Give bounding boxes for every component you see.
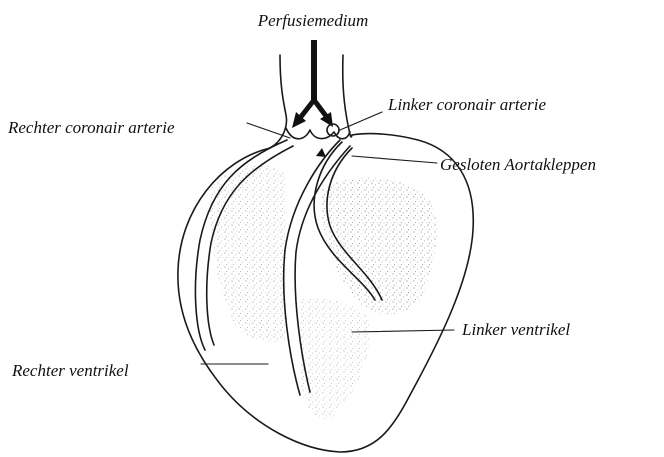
label-right-coronary-artery: Rechter coronair arterie	[7, 118, 175, 137]
flow-arrow-left	[300, 100, 314, 118]
leader-right-coronary	[247, 123, 290, 138]
valve-marker	[316, 148, 326, 157]
shading	[210, 165, 436, 420]
flow-arrow-right	[314, 100, 326, 116]
leader-aortic-valves	[352, 156, 437, 163]
right-ventricle-shading	[210, 165, 287, 342]
aorta-right-wall	[343, 55, 352, 137]
apex-shading	[300, 298, 370, 420]
label-perfusion-medium: Perfusiemedium	[257, 11, 368, 30]
label-closed-aortic-valves: Gesloten Aortakleppen	[440, 155, 596, 174]
label-left-ventricle: Linker ventrikel	[461, 320, 570, 339]
label-right-ventricle: Rechter ventrikel	[11, 361, 129, 380]
label-left-coronary-artery: Linker coronair arterie	[387, 95, 546, 114]
